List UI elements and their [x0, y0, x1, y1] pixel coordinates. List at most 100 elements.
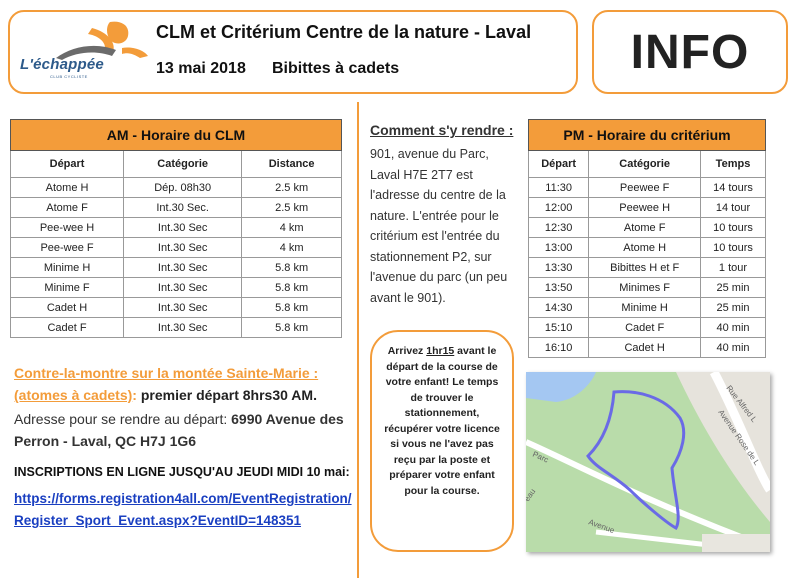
am-table-cell: 5.8 km	[241, 277, 342, 298]
arrival-note: Arrivez 1hr15 avant le départ de la cour…	[370, 330, 514, 552]
am-table-cell: Dép. 08h30	[123, 177, 243, 198]
am-table-cell: Int.30 Sec.	[123, 197, 243, 218]
pm-table-cell: 13:30	[527, 257, 590, 278]
clm-heading-part: Contre-la-montre sur la montée Sainte-Ma…	[14, 365, 319, 403]
pm-table-cell: 1 tour	[700, 257, 766, 278]
am-col-header: Départ	[9, 150, 125, 178]
pm-table-cell: 13:00	[527, 237, 590, 258]
map-road	[710, 372, 770, 493]
info-badge: INFO	[592, 10, 788, 94]
clm-heading-sep: :	[132, 387, 141, 403]
event-categories: Bibittes à cadets	[272, 60, 400, 77]
header-box: L'échappée CLUB CYCLISTE CLM et Critériu…	[8, 10, 578, 94]
registration-title: INSCRIPTIONS EN LIGNE JUSQU'AU JEUDI MID…	[14, 465, 350, 479]
pm-table-cell: Cadet F	[588, 317, 701, 338]
registration-link[interactable]: https://forms.registration4all.com/Event…	[14, 491, 352, 528]
pm-table-cell: 14 tours	[700, 177, 766, 198]
clm-heading: Contre-la-montre sur la montée Sainte-Ma…	[14, 362, 354, 406]
am-table-cell: Cadet H	[9, 297, 125, 318]
pm-table-cell: 15:10	[527, 317, 590, 338]
pm-table-cell: Minimes F	[588, 277, 701, 298]
pm-table-cell: Cadet H	[588, 337, 701, 358]
start-address: Adresse pour se rendre au départ: 6990 A…	[14, 408, 354, 452]
am-table-cell: Int.30 Sec	[123, 317, 243, 338]
map-label: eau	[526, 487, 537, 503]
am-table-cell: 5.8 km	[241, 297, 342, 318]
note-text: avant le départ de la course de votre en…	[384, 345, 500, 497]
pm-table-title: PM - Horaire du critérium	[528, 119, 766, 151]
address-value: 6990 Avenue des Perron - Laval, QC H7J 1…	[14, 411, 344, 449]
am-table-cell: 2.5 km	[241, 177, 342, 198]
map-water	[526, 372, 596, 402]
address-label: Adresse pour se rendre au départ:	[14, 411, 232, 427]
am-schedule-table: AM - Horaire du CLM Départ Catégorie Dis…	[9, 119, 342, 338]
am-table-cell: Atome F	[9, 197, 125, 218]
pm-table-cell: 25 min	[700, 297, 766, 318]
clm-first-start: premier départ 8hrs30 AM	[140, 387, 314, 403]
pm-table-cell: 40 min	[700, 337, 766, 358]
event-title: CLM et Critérium Centre de la nature - L…	[156, 22, 532, 42]
pm-col-header: Catégorie	[588, 150, 701, 178]
pm-table-cell: Atome H	[588, 237, 701, 258]
how-to-text: 901, avenue du Parc, Laval H7E 2T7 est l…	[370, 147, 508, 305]
am-table-cell: 2.5 km	[241, 197, 342, 218]
am-table-title: AM - Horaire du CLM	[10, 119, 342, 151]
pm-table-cell: 12:00	[527, 197, 590, 218]
am-table-cell: Pee-wee H	[9, 217, 125, 238]
pm-table-cell: 14:30	[527, 297, 590, 318]
am-table-cell: Int.30 Sec	[123, 217, 243, 238]
am-table-cell: Int.30 Sec	[123, 237, 243, 258]
note-time: 1hr15	[426, 345, 455, 357]
pm-table-cell: 10 tours	[700, 217, 766, 238]
pm-table-cell: 11:30	[527, 177, 590, 198]
am-col-header: Catégorie	[123, 150, 243, 178]
pm-table-cell: 12:30	[527, 217, 590, 238]
am-table-cell: Atome H	[9, 177, 125, 198]
park-map: Rue Alfred L Avenue Rose de L Parc Avenu…	[526, 372, 770, 552]
pm-table-cell: Peewee F	[588, 177, 701, 198]
pm-table-cell: Atome F	[588, 217, 701, 238]
pm-table-cell: 16:10	[527, 337, 590, 358]
event-date: 13 mai 2018	[156, 60, 246, 77]
am-table-cell: 4 km	[241, 237, 342, 258]
am-table-cell: Int.30 Sec	[123, 277, 243, 298]
vertical-divider	[357, 102, 359, 578]
am-table-cell: 5.8 km	[241, 257, 342, 278]
pm-table-cell: Bibittes H et F	[588, 257, 701, 278]
note-text: Arrivez	[387, 345, 427, 357]
am-table-cell: Int.30 Sec	[123, 257, 243, 278]
am-table-cell: 4 km	[241, 217, 342, 238]
pm-table-cell: 10 tours	[700, 237, 766, 258]
pm-table-cell: Peewee H	[588, 197, 701, 218]
am-table-cell: Minime H	[9, 257, 125, 278]
circuit-route	[586, 390, 686, 530]
how-to-title: Comment s'y rendre :	[370, 122, 514, 138]
pm-table-cell: Minime H	[588, 297, 701, 318]
pm-col-header: Départ	[527, 150, 590, 178]
logo-text: L'échappée	[20, 56, 104, 73]
pm-table-cell: 25 min	[700, 277, 766, 298]
pm-schedule-table: PM - Horaire du critérium Départ Catégor…	[527, 119, 766, 358]
am-table-cell: Cadet F	[9, 317, 125, 338]
am-table-cell: Minime F	[9, 277, 125, 298]
am-col-header: Distance	[241, 150, 342, 178]
am-table-cell: Pee-wee F	[9, 237, 125, 258]
logo-subtext: CLUB CYCLISTE	[50, 74, 88, 79]
pm-col-header: Temps	[700, 150, 766, 178]
